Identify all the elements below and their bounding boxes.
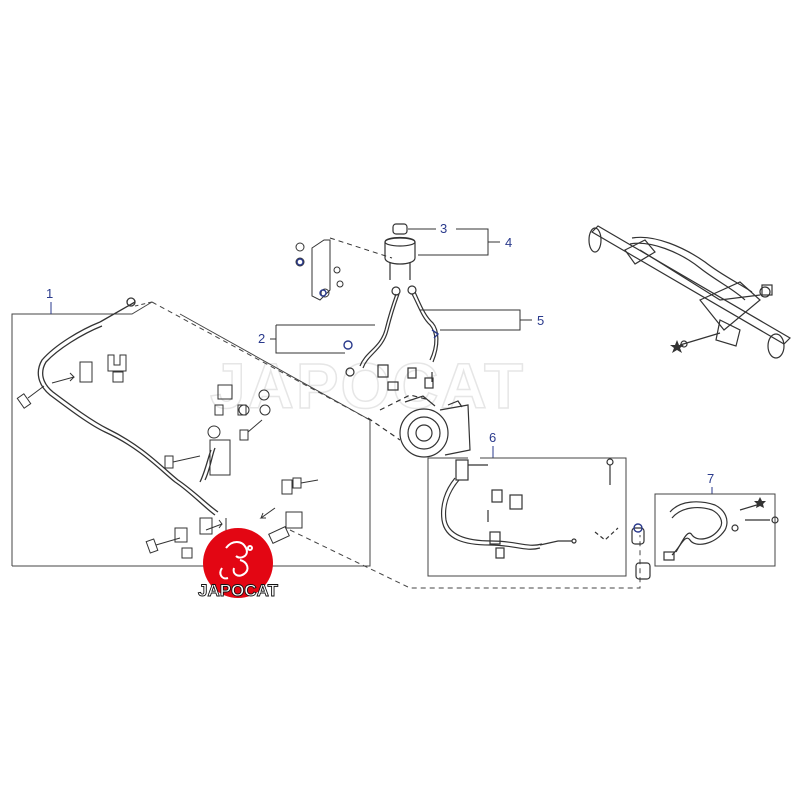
callout-7: 7 bbox=[707, 471, 714, 494]
power-steering-pump bbox=[367, 394, 471, 458]
svg-text:7: 7 bbox=[707, 471, 714, 486]
blue-clamp-mark bbox=[633, 523, 643, 533]
leader-group1-to-7 bbox=[289, 529, 641, 589]
reservoir-assembly bbox=[345, 223, 439, 391]
loose-fittings bbox=[631, 527, 651, 580]
steering-rack bbox=[588, 225, 791, 359]
group-7-star bbox=[754, 497, 766, 508]
hose-clamps bbox=[296, 258, 440, 350]
svg-text:1: 1 bbox=[46, 286, 53, 301]
rack-star-marks bbox=[670, 340, 684, 353]
callout-5: 5 bbox=[420, 309, 544, 331]
svg-text:6: 6 bbox=[489, 430, 496, 445]
logo-circle bbox=[203, 528, 273, 598]
svg-text:2: 2 bbox=[258, 331, 265, 346]
group-1-frame bbox=[11, 301, 371, 567]
reservoir-bracket bbox=[295, 237, 393, 301]
svg-text:3: 3 bbox=[440, 221, 447, 236]
callout-6: 6 bbox=[489, 430, 496, 458]
logo-text: JAPOCAT bbox=[198, 581, 279, 600]
japocat-logo: JAPOCAT bbox=[198, 528, 279, 600]
group-6-frame bbox=[427, 457, 627, 577]
pressure-hose-1 bbox=[37, 297, 219, 516]
svg-text:5: 5 bbox=[537, 313, 544, 328]
group-1-brackets bbox=[16, 354, 319, 559]
group-6-hoses bbox=[440, 458, 619, 559]
callout-3: 3 bbox=[408, 221, 447, 236]
callout-1: 1 bbox=[46, 286, 53, 314]
callout-4: 4 bbox=[418, 228, 512, 256]
logo-emblem-icon bbox=[219, 541, 253, 580]
svg-text:4: 4 bbox=[505, 235, 512, 250]
group-7-hose bbox=[663, 501, 779, 561]
group-7-frame bbox=[654, 493, 776, 567]
callout-2: 2 bbox=[258, 324, 375, 354]
